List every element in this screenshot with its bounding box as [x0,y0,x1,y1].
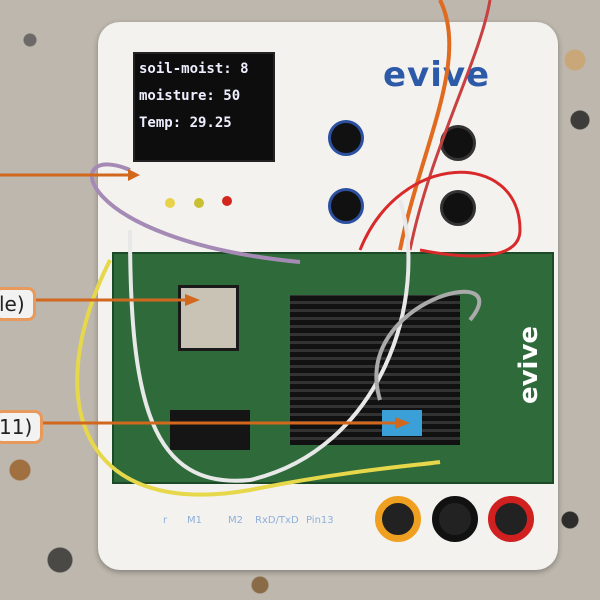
led-indicator [165,198,175,208]
potentiometer-knob[interactable] [328,120,364,156]
label-rxdtxd: RxD/TxD [255,515,299,526]
banana-jack-black[interactable] [432,496,478,542]
sensor-label: 11) [0,410,44,444]
oled-line-temp: Temp: 29.25 [139,115,232,131]
banana-jack-red[interactable] [488,496,534,542]
label-m2: M2 [228,515,243,526]
oled-line-soil: soil-moist: 8 [139,61,249,77]
label-r: r [163,515,168,526]
wifi-module [178,285,239,351]
led-indicator [222,196,232,206]
potentiometer-knob[interactable] [328,188,364,224]
ic-chip [170,410,250,450]
tactile-button[interactable] [440,190,476,226]
wifi-module-label: le) [0,287,36,321]
banana-jack-yellow[interactable] [375,496,421,542]
label-m1: M1 [187,515,202,526]
label-pin13: Pin13 [306,515,334,526]
led-indicator [194,198,204,208]
oled-line-moisture: moisture: 50 [139,88,241,104]
oled-display: soil-moist: 8 moisture: 50 Temp: 29.25 [133,52,275,162]
mini-breadboard [290,295,460,445]
